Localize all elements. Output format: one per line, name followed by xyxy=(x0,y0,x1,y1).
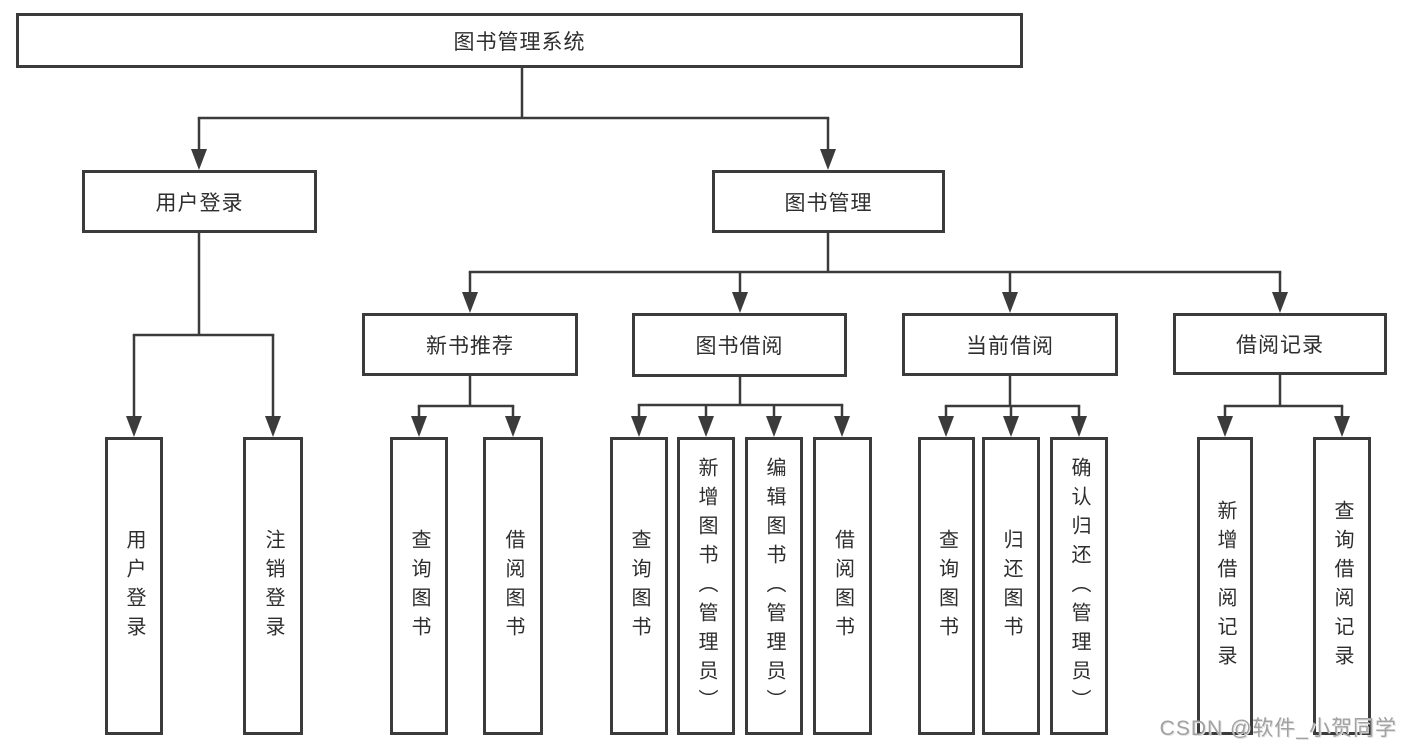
leaf-add-borrow-record: 新增借阅记录 xyxy=(1197,437,1253,735)
leaf-label: 借阅图书 xyxy=(831,529,854,645)
leaf-logout: 注销登录 xyxy=(243,437,303,735)
leaf-user-login: 用户登录 xyxy=(105,437,163,735)
leaf-confirm-return-admin: 确认归还（管理员） xyxy=(1050,437,1108,735)
node-label: 当前借阅 xyxy=(966,334,1054,358)
node-user-login: 用户登录 xyxy=(82,170,317,233)
leaf-label: 查询图书 xyxy=(628,529,650,645)
leaf-label: 归还图书 xyxy=(1000,529,1022,645)
csdn-watermark: CSDN @软件_小贺同学 xyxy=(1159,717,1397,740)
node-library-management-system: 图书管理系统 xyxy=(16,13,1023,68)
node-current-borrow: 当前借阅 xyxy=(902,313,1118,376)
node-label: 图书管理 xyxy=(784,191,873,215)
leaf-edit-book-admin: 编辑图书（管理员） xyxy=(745,437,803,735)
leaf-add-book-admin: 新增图书（管理员） xyxy=(677,437,735,735)
leaf-borrow-book: 借阅图书 xyxy=(813,437,872,735)
leaf-return-book: 归还图书 xyxy=(982,437,1040,735)
leaf-label: 编辑图书（管理员） xyxy=(763,456,785,718)
leaf-label: 查询借阅记录 xyxy=(1331,500,1353,674)
leaf-query-book: 查询图书 xyxy=(610,437,668,735)
arrowheads xyxy=(126,149,1350,437)
leaf-query-book: 查询图书 xyxy=(390,437,448,735)
leaf-label: 借阅图书 xyxy=(502,529,524,645)
node-book-management: 图书管理 xyxy=(712,170,945,233)
node-label: 图书借阅 xyxy=(695,335,784,358)
leaf-label: 注销登录 xyxy=(262,529,284,645)
leaf-label: 用户登录 xyxy=(123,529,145,645)
node-label: 图书管理系统 xyxy=(453,30,586,54)
leaf-label: 查询图书 xyxy=(935,529,958,645)
leaf-label: 新增借阅记录 xyxy=(1214,500,1236,674)
leaf-query-book: 查询图书 xyxy=(918,437,975,735)
node-borrow-records: 借阅记录 xyxy=(1173,313,1387,375)
leaf-label: 确认归还（管理员） xyxy=(1068,456,1090,718)
leaf-label: 新增图书（管理员） xyxy=(695,456,717,718)
leaf-borrow-book: 借阅图书 xyxy=(483,437,543,735)
leaf-query-borrow-record: 查询借阅记录 xyxy=(1313,437,1371,735)
node-label: 新书推荐 xyxy=(426,334,514,358)
node-label: 用户登录 xyxy=(155,191,244,215)
node-label: 借阅记录 xyxy=(1236,334,1324,357)
node-book-borrow: 图书借阅 xyxy=(632,313,847,377)
leaf-label: 查询图书 xyxy=(408,529,430,645)
node-new-book-recommend: 新书推荐 xyxy=(362,313,578,376)
